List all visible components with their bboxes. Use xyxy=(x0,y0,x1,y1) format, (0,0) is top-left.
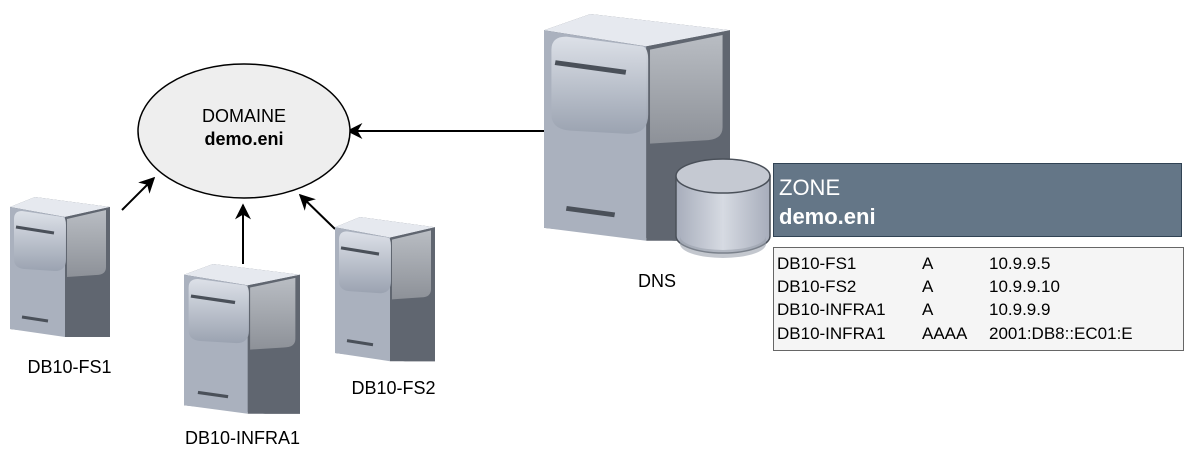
server-icon-infra1 xyxy=(182,262,302,416)
arrow-fs1-to-domain xyxy=(121,176,156,211)
server-label-dns: DNS xyxy=(637,271,676,291)
server-label-fs1: DB10-FS1 xyxy=(27,357,112,377)
record-address: 10.9.9.5 xyxy=(989,254,1051,273)
domain-name: demo.eni xyxy=(204,129,284,149)
zone-records-table: DB10-FS1 A 10.9.9.5 DB10-FS2 A 10.9.9.10… xyxy=(773,247,1184,351)
record-address: 10.9.9.9 xyxy=(989,300,1051,319)
record-host: DB10-INFRA1 xyxy=(777,300,886,319)
record-type: AAAA xyxy=(922,324,968,343)
arrow-fs2-to-domain xyxy=(298,193,336,230)
domain-label: DOMAINE demo.eni xyxy=(140,105,348,151)
server-icon-fs1 xyxy=(8,195,112,339)
server-label-infra1: DB10-INFRA1 xyxy=(184,428,301,448)
record-type: A xyxy=(922,254,934,273)
record-host: DB10-FS2 xyxy=(777,277,857,296)
zone-title: ZONE xyxy=(779,175,841,200)
server-label-fs2: DB10-FS2 xyxy=(351,378,436,398)
record-type: A xyxy=(922,300,934,319)
domain-ellipse xyxy=(137,63,351,199)
record-type: A xyxy=(922,277,934,296)
record-host: DB10-FS1 xyxy=(777,254,857,273)
zone-name: demo.eni xyxy=(779,204,876,229)
record-address: 2001:DB8::EC01:E xyxy=(989,324,1133,343)
record-address: 10.9.9.10 xyxy=(989,277,1060,296)
domain-title: DOMAINE xyxy=(201,106,286,126)
record-host: DB10-INFRA1 xyxy=(777,324,886,343)
database-icon xyxy=(675,158,771,258)
zone-header: ZONE demo.eni xyxy=(773,163,1182,237)
server-icon-fs2 xyxy=(333,215,437,363)
